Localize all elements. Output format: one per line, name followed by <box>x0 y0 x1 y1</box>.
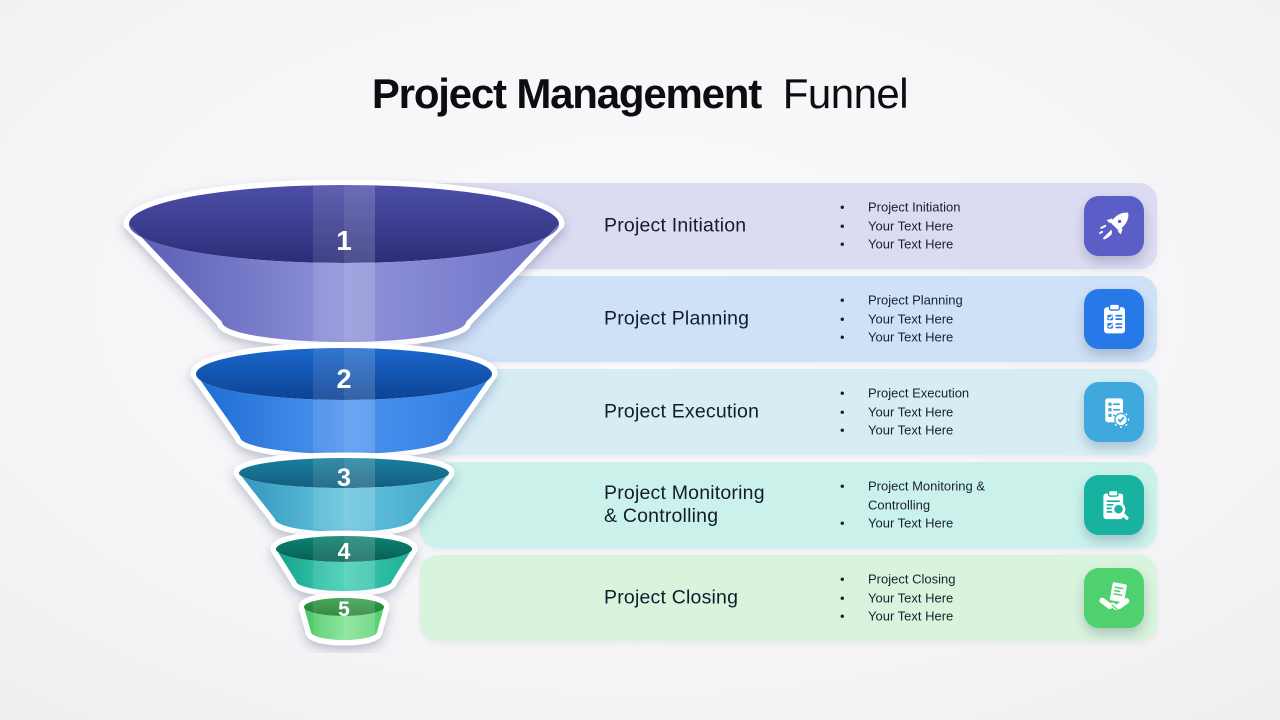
funnel-level-4: 4 <box>270 530 418 597</box>
funnel-highlight-band <box>344 185 375 342</box>
funnel-bowl-wall <box>129 224 559 342</box>
bullet-list: Project ClosingYour Text HereYour Text H… <box>838 570 1016 626</box>
funnel-level-number: 2 <box>336 364 351 394</box>
bullet-item: Project Initiation <box>838 198 1016 217</box>
bullet-list: Project ExecutionYour Text HereYour Text… <box>838 384 1016 440</box>
funnel-highlight-band <box>313 598 344 640</box>
funnel-highlight-band <box>344 598 375 640</box>
row-title: Project Execution <box>604 400 760 423</box>
icon-tile <box>1084 568 1144 628</box>
row-title: Project Planning <box>604 307 750 330</box>
funnel-level-number: 1 <box>336 225 352 256</box>
funnel-level-2: 2 <box>190 342 498 460</box>
title-light-part: Funnel <box>782 70 909 117</box>
funnel-bowl-opening <box>196 348 492 400</box>
bullet-list: Project PlanningYour Text HereYour Text … <box>838 291 1016 347</box>
funnel-level-1: 1 <box>123 179 565 348</box>
bullet-item: Your Text Here <box>838 589 1016 608</box>
funnel-bowl-opening <box>239 458 449 488</box>
icon-tile <box>1084 196 1144 256</box>
bullet-item: Project Monitoring & Controlling <box>838 477 1016 514</box>
funnel-highlight-band <box>313 348 344 454</box>
stage-row-5: Project Closing Project ClosingYour Text… <box>420 555 1169 641</box>
clipboard-search-icon <box>1102 489 1128 520</box>
funnel-bowl-opening <box>129 185 559 263</box>
bullet-list: Project Monitoring & ControllingYour Tex… <box>838 477 1016 533</box>
funnel-bowl-opening <box>304 598 384 616</box>
funnel-highlight-band <box>313 536 344 591</box>
icon-tile <box>1084 475 1144 535</box>
handshake-icon <box>1098 581 1129 610</box>
funnel-highlight-band <box>344 536 375 591</box>
row-title: Project Initiation <box>604 214 747 237</box>
funnel-bowl-opening <box>276 536 412 562</box>
row-title: Project Closing <box>604 586 739 609</box>
stage-row-3: Project Execution Project ExecutionYour … <box>420 369 1169 455</box>
funnel-bowl-wall <box>276 549 412 591</box>
funnel-highlight-band <box>313 458 344 532</box>
stage-row-4: Project Monitoring & Controlling Project… <box>420 462 1169 548</box>
row-title: Project Monitoring & Controlling <box>604 482 765 527</box>
bullet-item: Your Text Here <box>838 217 1016 236</box>
icon-tile <box>1084 382 1144 442</box>
bullet-item: Your Text Here <box>838 421 1016 440</box>
icon-tile <box>1084 289 1144 349</box>
funnel-level-number: 5 <box>338 598 350 621</box>
funnel-highlight-band <box>313 185 344 342</box>
funnel-highlight-band <box>344 458 375 532</box>
funnel-bowl-wall <box>304 607 384 640</box>
slide-title: Project Management Funnel <box>0 70 1280 118</box>
bullet-item: Project Execution <box>838 384 1016 403</box>
bullet-item: Your Text Here <box>838 607 1016 626</box>
bullet-item: Your Text Here <box>838 310 1016 329</box>
funnel-highlight-band <box>344 348 375 454</box>
funnel-level-3: 3 <box>233 452 455 538</box>
funnel-level-5: 5 <box>298 592 390 646</box>
bullet-item: Project Closing <box>838 570 1016 589</box>
document-gear-icon <box>1104 397 1129 428</box>
bullet-item: Your Text Here <box>838 328 1016 347</box>
funnel-level-number: 4 <box>338 538 351 564</box>
bullet-list: Project InitiationYour Text HereYour Tex… <box>838 198 1016 254</box>
rocket-icon <box>1098 212 1128 239</box>
funnel-bowl-wall <box>239 473 449 532</box>
bullet-item: Project Planning <box>838 291 1016 310</box>
funnel-bowl-wall <box>196 374 492 454</box>
funnel-level-number: 3 <box>337 464 351 492</box>
title-bold-part: Project Management <box>371 70 762 117</box>
bullet-item: Your Text Here <box>838 514 1016 533</box>
bullet-item: Your Text Here <box>838 235 1016 254</box>
clipboard-check-icon <box>1103 303 1125 333</box>
bullet-item: Your Text Here <box>838 403 1016 422</box>
